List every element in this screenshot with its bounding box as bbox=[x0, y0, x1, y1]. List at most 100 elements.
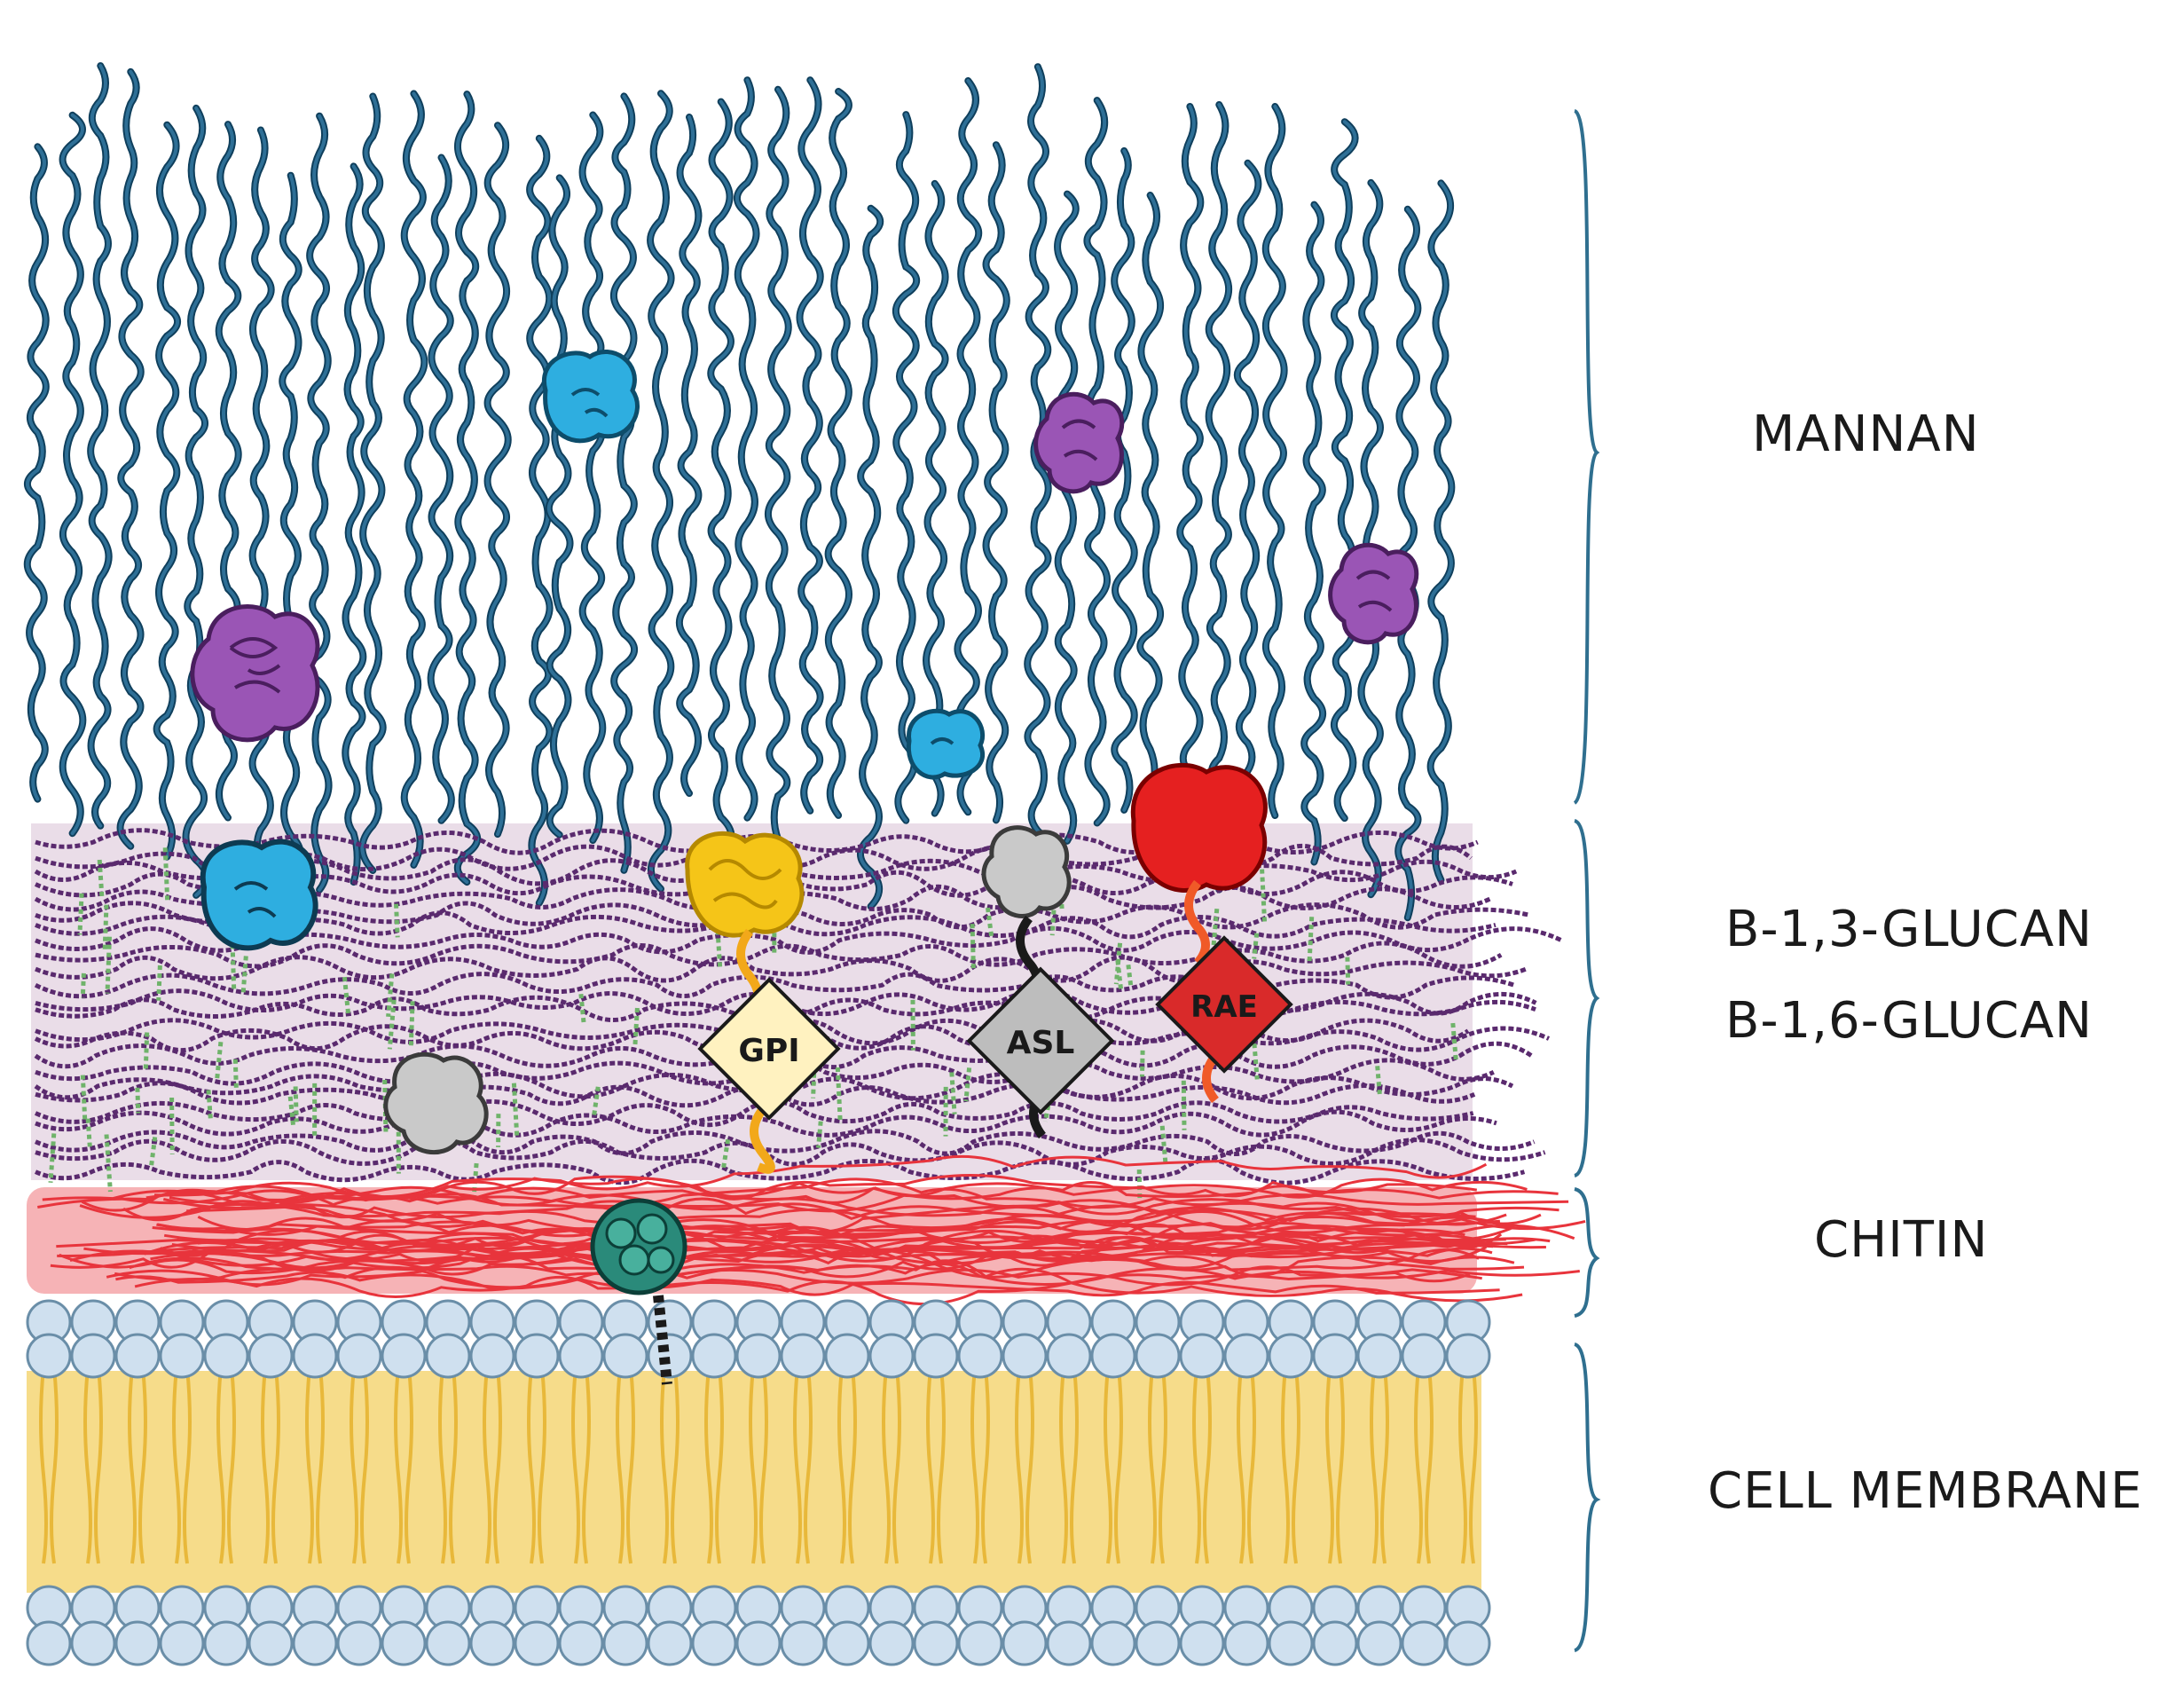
lipid-head-upper bbox=[780, 1333, 826, 1379]
gray-protein-glucan-left bbox=[383, 1051, 489, 1155]
lipid-tail bbox=[216, 1367, 225, 1564]
mannan-fiber bbox=[402, 91, 427, 867]
lipid-tail bbox=[1247, 1367, 1256, 1564]
mannan-fiber bbox=[1235, 161, 1261, 811]
lipid-head-upper bbox=[602, 1333, 648, 1379]
blue-protein-glucan bbox=[200, 839, 318, 951]
lipid-head-lower bbox=[159, 1620, 205, 1666]
mannan-fiber bbox=[118, 69, 143, 848]
glucan-branch bbox=[135, 1087, 141, 1114]
lipid-head-upper bbox=[1223, 1333, 1269, 1379]
lipid-head-lower bbox=[558, 1620, 604, 1666]
lipid-tail bbox=[981, 1367, 990, 1564]
lipid-tail bbox=[882, 1367, 891, 1564]
lipid-tail bbox=[1148, 1367, 1157, 1564]
lipid-head-lower bbox=[957, 1620, 1003, 1666]
mannan-fiber bbox=[1263, 105, 1286, 817]
lipid-head-upper bbox=[647, 1333, 693, 1379]
mannan-fiber bbox=[343, 164, 365, 885]
cell-membrane-label: CELL MEMBRANE bbox=[1708, 1462, 2143, 1520]
lipid-tail bbox=[1469, 1367, 1478, 1564]
chitin-bracket bbox=[1574, 1187, 1600, 1318]
lipid-head-upper bbox=[1401, 1333, 1447, 1379]
lipid-head-upper bbox=[292, 1333, 338, 1379]
lipid-tail bbox=[749, 1367, 758, 1564]
lipid-tail bbox=[39, 1367, 48, 1564]
mannan-fiber bbox=[485, 123, 510, 837]
lipid-head-upper bbox=[514, 1333, 560, 1379]
mannan-label: MANNAN bbox=[1752, 406, 1980, 463]
lipid-head-lower bbox=[514, 1620, 560, 1666]
lipid-head-lower bbox=[1356, 1620, 1402, 1666]
glucan-chain bbox=[34, 1129, 1536, 1156]
glucan-branch bbox=[963, 1067, 972, 1102]
lipid-tail bbox=[1015, 1367, 1024, 1564]
purple-protein-mannan-2 bbox=[1033, 391, 1125, 494]
purple-protein-mannan-3 bbox=[1328, 542, 1419, 645]
lipid-head-upper bbox=[957, 1333, 1003, 1379]
mannan-fiber bbox=[546, 176, 572, 837]
glucan-branch bbox=[1181, 1080, 1187, 1130]
glucan-branch bbox=[811, 1057, 817, 1098]
glucan-branch bbox=[156, 965, 162, 1001]
lipid-tail bbox=[128, 1367, 137, 1564]
lipid-tail bbox=[582, 1367, 591, 1564]
mannan-fiber bbox=[893, 113, 919, 823]
lipid-tail bbox=[704, 1367, 713, 1564]
lipid-tail bbox=[837, 1367, 846, 1564]
lipid-head-upper bbox=[1445, 1333, 1491, 1379]
lipid-tail bbox=[1203, 1367, 1212, 1564]
lipid-head-lower bbox=[336, 1620, 382, 1666]
mannan-fiber bbox=[1112, 149, 1136, 812]
lipid-head-upper bbox=[1356, 1333, 1402, 1379]
mannan-fiber bbox=[1332, 120, 1357, 821]
lipid-head-upper bbox=[425, 1333, 471, 1379]
chitin-fiber bbox=[153, 1154, 1488, 1199]
chitin-fiber bbox=[79, 1193, 1559, 1223]
chitin-fiber bbox=[144, 1230, 1525, 1271]
mannan-fiber bbox=[280, 173, 302, 875]
glucan-branch bbox=[293, 1086, 299, 1122]
chitin-fiber bbox=[134, 1271, 1471, 1306]
gpi-label: GPI bbox=[738, 1033, 799, 1069]
lipid-tail bbox=[271, 1367, 280, 1564]
lipid-tail bbox=[1458, 1367, 1467, 1564]
lipid-tail bbox=[1425, 1367, 1434, 1564]
gpi-anchor: GPI bbox=[697, 977, 841, 1121]
glucan-branch bbox=[632, 1007, 640, 1046]
lipid-tail bbox=[892, 1367, 901, 1564]
teal-protein-anchor bbox=[653, 1295, 672, 1385]
lipid-head-lower bbox=[1401, 1620, 1447, 1666]
lipid-head-lower bbox=[1046, 1620, 1092, 1666]
gray-protein-asl bbox=[981, 825, 1072, 918]
mannan-fiber bbox=[1056, 192, 1078, 843]
lipid-tail bbox=[671, 1367, 680, 1564]
lipid-head-lower bbox=[647, 1620, 693, 1666]
red-protein-rae bbox=[1130, 762, 1268, 893]
chitin-fiber bbox=[163, 1220, 1465, 1252]
lipid-tail bbox=[538, 1367, 546, 1564]
glucan-branch bbox=[835, 1067, 843, 1124]
lipid-head-upper bbox=[1046, 1333, 1092, 1379]
mannan-fiber bbox=[60, 113, 85, 836]
lipid-head-lower bbox=[1135, 1620, 1181, 1666]
lipid-tail bbox=[1414, 1367, 1423, 1564]
lipid-tail bbox=[937, 1367, 946, 1564]
glucan-branch bbox=[105, 936, 112, 994]
glucan-chain bbox=[35, 995, 1536, 1022]
mannan-fiber bbox=[797, 78, 822, 813]
lipid-head-lower bbox=[1268, 1620, 1314, 1666]
lipid-head-upper bbox=[1179, 1333, 1225, 1379]
mannan-fiber bbox=[1138, 193, 1163, 842]
lipid-head-lower bbox=[824, 1620, 870, 1666]
lipid-tail bbox=[405, 1367, 413, 1564]
glucan-chain bbox=[35, 1138, 1546, 1167]
glucan-branch bbox=[215, 1042, 224, 1080]
chitin-fibers bbox=[37, 1154, 1586, 1306]
glucan-branch bbox=[387, 999, 397, 1050]
chitin-fiber bbox=[81, 1177, 1542, 1225]
chitin-fiber bbox=[42, 1189, 1476, 1236]
glucan-branch bbox=[1113, 942, 1123, 985]
glucan-chain bbox=[34, 972, 1515, 1000]
